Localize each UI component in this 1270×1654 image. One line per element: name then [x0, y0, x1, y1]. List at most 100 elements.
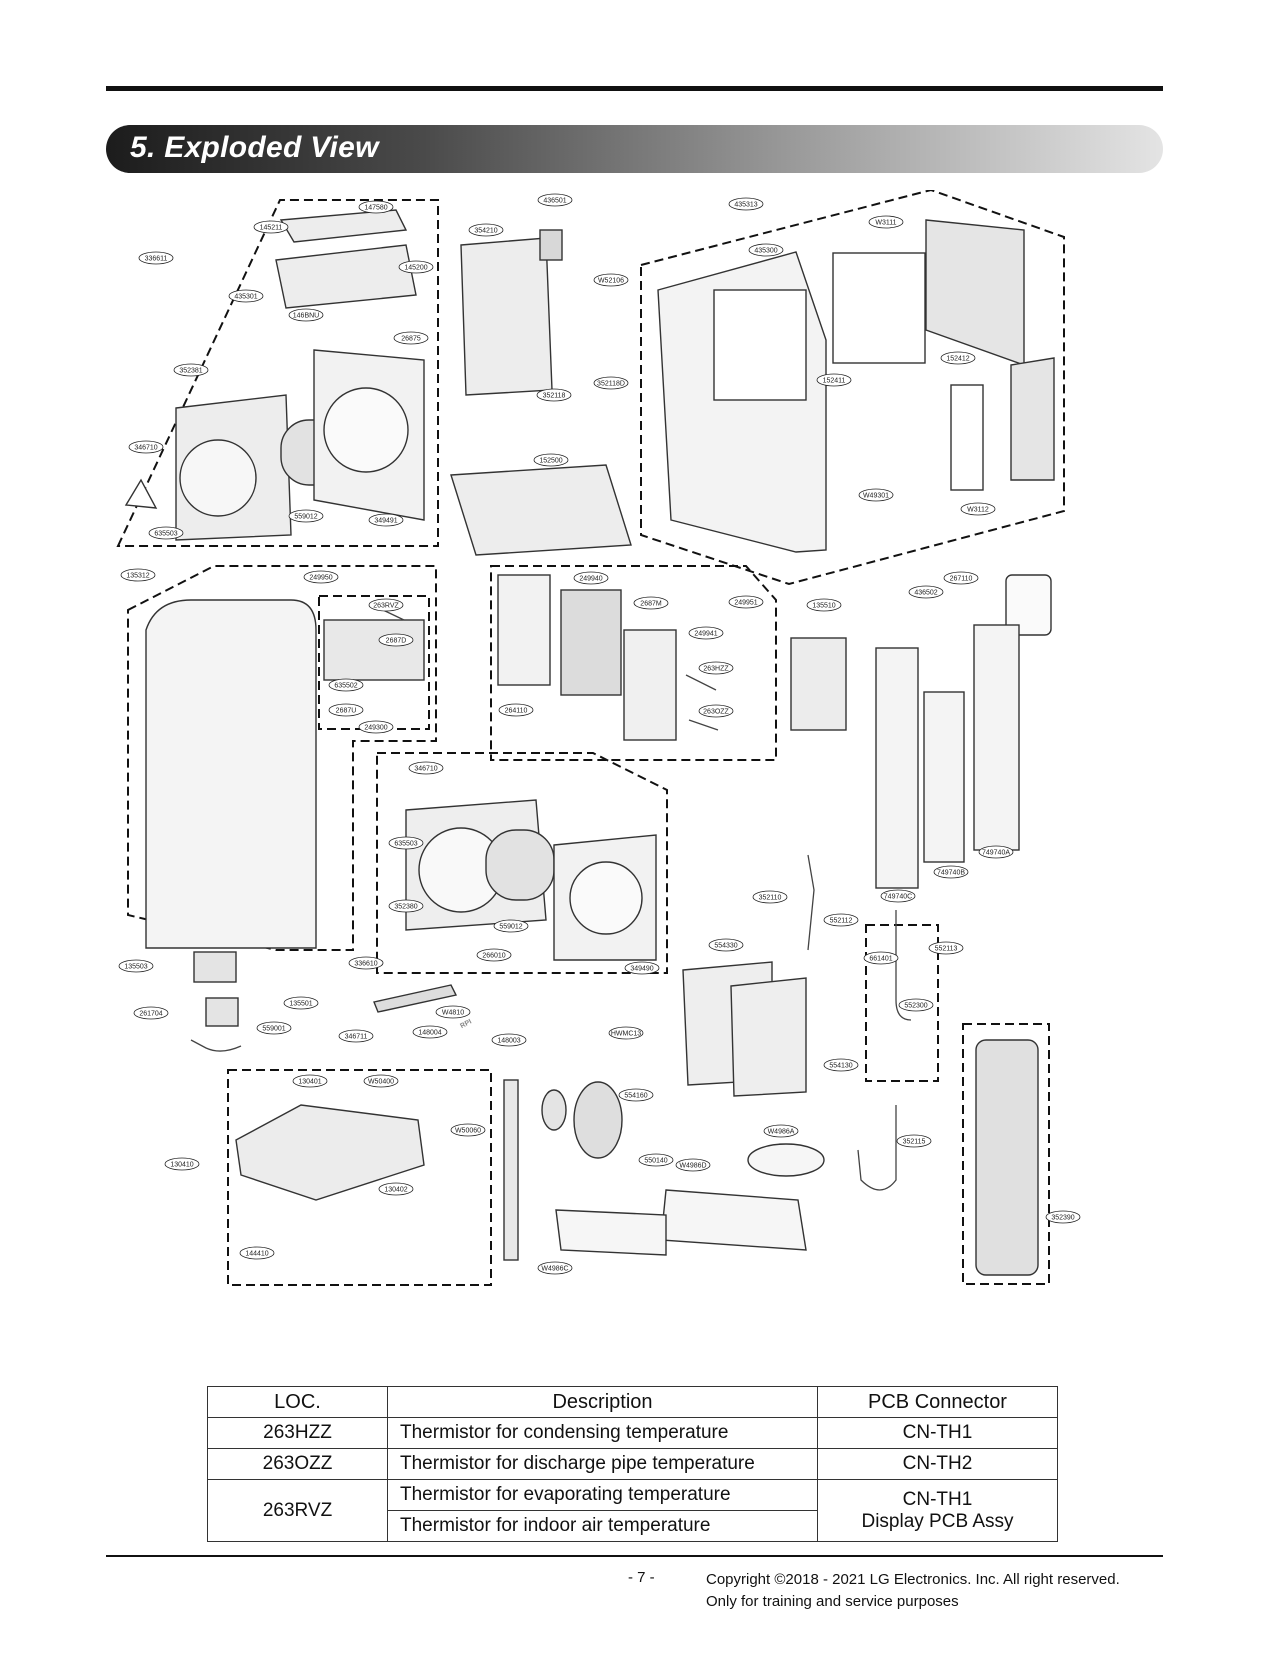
callout-label: 145200	[404, 265, 427, 272]
part-callout-554160: 554160	[618, 1088, 654, 1102]
part-callout-249941: 249941	[688, 626, 724, 640]
group-outline-duct	[962, 1023, 1050, 1285]
callout-oval	[638, 1153, 674, 1167]
part-callout-635503: 635503	[148, 526, 184, 540]
callout-oval	[823, 1058, 859, 1072]
part-callout-336610: 336610	[348, 956, 384, 970]
part-callout-26875: 26875	[393, 331, 429, 345]
callout-label: 2687U	[336, 708, 357, 715]
callout-oval	[858, 488, 894, 502]
callout-label: 352115	[903, 1139, 926, 1146]
condenser-coil-b	[730, 977, 807, 1097]
part-callout-346710: 346710	[128, 440, 164, 454]
window-panel-c	[875, 647, 919, 889]
insulation-pad-c	[555, 1209, 667, 1256]
louver-rail	[373, 984, 458, 1013]
part-callout-352115: 352115	[896, 1134, 932, 1148]
callout-label: 550140	[644, 1158, 667, 1165]
callout-oval	[393, 331, 429, 345]
table-row: 263HZZ Thermistor for condensing tempera…	[207, 1417, 1058, 1449]
part-callout-661401: 661401	[863, 951, 899, 965]
section-title-bar: 5. Exploded View	[106, 125, 1163, 173]
section-title: 5. Exploded View	[130, 131, 379, 164]
callout-label: 267110	[950, 576, 973, 583]
callout-oval	[806, 598, 842, 612]
callout-oval	[388, 899, 424, 913]
group-outline-top-right	[640, 190, 1065, 586]
callout-oval	[288, 308, 324, 322]
callout-oval	[868, 215, 904, 229]
callout-label: 559012	[294, 514, 317, 521]
evaporator-coil-top	[460, 237, 553, 396]
part-callout-144410: 144410	[239, 1246, 275, 1260]
callout-label: 135510	[812, 603, 835, 610]
callout-oval	[288, 509, 324, 523]
callout-oval	[493, 919, 529, 933]
callout-oval	[593, 376, 629, 390]
rear-grille-b	[1010, 357, 1055, 481]
group-outline-valve	[865, 924, 939, 1082]
part-callout-554130: 554130	[823, 1058, 859, 1072]
callout-oval	[898, 998, 934, 1012]
callout-oval	[164, 1157, 200, 1171]
connector-line-1: CN-TH1	[902, 1488, 973, 1510]
callout-label: 152500	[539, 458, 562, 465]
callout-label: 346711	[345, 1034, 368, 1041]
part-callout-436501: 436501	[537, 193, 573, 207]
part-callout-249951: 249951	[728, 595, 764, 609]
part-callout-352380: 352380	[388, 899, 424, 913]
part-callout-352118: 352118	[536, 388, 572, 402]
part-callout-w4986d: W4986D	[675, 1158, 711, 1172]
exploded-view-diagram: 147580145211336611145200435301146BNU2687…	[116, 190, 1081, 1286]
callout-label: W50060	[455, 1128, 481, 1135]
callout-oval	[933, 865, 969, 879]
callout-oval	[388, 836, 424, 850]
callout-label: W50400	[368, 1079, 394, 1086]
part-callout-263rvz: 263RVZ	[368, 598, 404, 612]
part-callout-w4986a: W4986A	[763, 1124, 799, 1138]
table-header-connector: PCB Connector	[817, 1386, 1058, 1418]
callout-label: 266010	[482, 953, 505, 960]
callout-oval	[816, 373, 852, 387]
part-callout-352390: 352390	[1045, 1210, 1081, 1224]
rear-grille-a	[925, 219, 1025, 366]
callout-oval	[880, 889, 916, 903]
callout-label: 249941	[694, 631, 717, 638]
callout-oval	[173, 363, 209, 377]
callout-label: 152411	[823, 378, 846, 385]
callout-label: 352390	[1051, 1215, 1074, 1222]
rear-filter-grid-a	[713, 289, 807, 401]
part-callout-w4986c: W4986C	[537, 1261, 573, 1275]
part-callout-148004: 148004	[412, 1025, 448, 1039]
transformer-a	[193, 951, 237, 983]
callout-label: 635502	[334, 683, 357, 690]
part-callout-w3111: W3111	[868, 215, 904, 229]
callout-label: 135312	[126, 573, 149, 580]
window-panel-a	[973, 624, 1020, 851]
callout-label: 635503	[394, 841, 417, 848]
callout-label: 261704	[139, 1011, 162, 1018]
part-callout-152411: 152411	[816, 373, 852, 387]
part-callout-w50060: W50060	[450, 1123, 486, 1137]
front-cabinet-body	[145, 599, 317, 949]
callout-label: 148003	[497, 1038, 520, 1045]
callout-label: W4810	[442, 1010, 464, 1017]
callout-oval	[328, 703, 364, 717]
discharge-pipe	[807, 854, 815, 951]
part-callout-135503: 135503	[118, 959, 154, 973]
window-panel-b	[923, 691, 965, 863]
callout-label: 152412	[946, 356, 969, 363]
callout-oval	[698, 661, 734, 675]
callout-label: 264110	[505, 708, 528, 715]
side-filter-frame	[950, 384, 984, 491]
callout-label: 749740B	[937, 870, 965, 877]
part-callout-2687u: 2687U	[328, 703, 364, 717]
drain-pipe-vertical	[503, 1079, 519, 1261]
callout-oval	[368, 513, 404, 527]
part-callout-435300: 435300	[748, 243, 784, 257]
callout-oval	[120, 568, 156, 582]
callout-oval	[256, 1021, 292, 1035]
callout-label: 144410	[245, 1251, 268, 1258]
callout-oval	[476, 948, 512, 962]
part-callout-145200: 145200	[398, 260, 434, 274]
